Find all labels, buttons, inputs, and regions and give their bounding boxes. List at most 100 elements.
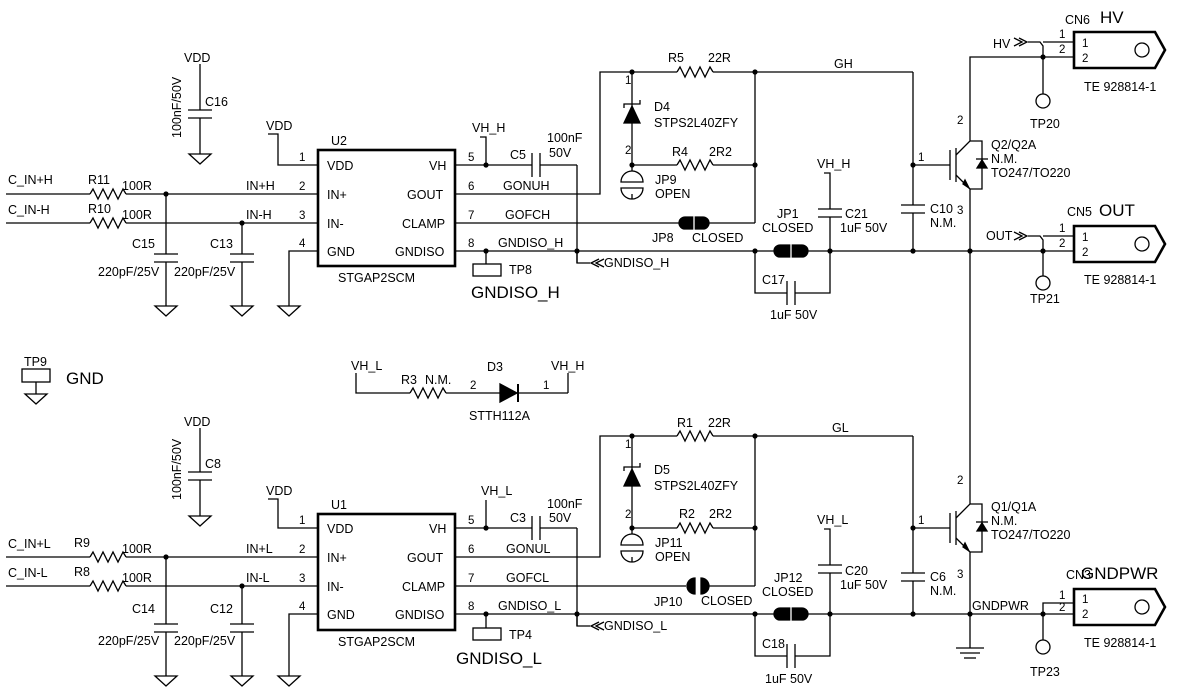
- pin-num: 8: [468, 601, 474, 613]
- svg-text:2: 2: [1082, 609, 1088, 621]
- connector-title-out: OUT: [1099, 201, 1135, 220]
- cap-value: 1uF 50V: [840, 578, 888, 592]
- net-label-out: OUT: [986, 229, 1013, 243]
- resistor-r5: [676, 66, 714, 78]
- cap-ref: C16: [205, 95, 228, 109]
- testpoint-label: TP23: [1030, 665, 1060, 679]
- net-label-gndiso-l: GNDISO_L: [604, 619, 667, 633]
- net-label-gl: GL: [832, 421, 849, 435]
- res-value: N.M.: [425, 373, 451, 387]
- pin-label-vh: VH: [429, 159, 446, 173]
- pin-label-inp: IN+: [327, 188, 347, 202]
- connector-ref: CN3: [1066, 568, 1091, 582]
- jumper-state: CLOSED: [762, 221, 813, 235]
- pin-label-gout: GOUT: [407, 551, 443, 565]
- transistor-ref: Q2/Q2A: [991, 138, 1037, 152]
- svg-text:1: 1: [625, 439, 631, 451]
- testpoint-tp8: [472, 263, 502, 277]
- testpoint-tp9: [21, 368, 51, 383]
- jumper-ref: JP8: [652, 231, 674, 245]
- cap-ref: C14: [132, 602, 155, 616]
- testpoint-label: TP21: [1030, 292, 1060, 306]
- svg-text:2: 2: [957, 115, 963, 127]
- net-label-vh-l: VH_L: [481, 484, 512, 498]
- jumper-ref: JP11: [655, 536, 683, 550]
- transistor-q2: [949, 126, 989, 202]
- res-ref: R10: [88, 202, 111, 216]
- resistor-r8: [89, 580, 127, 592]
- jumper-ref: JP1: [777, 207, 799, 221]
- pin-num: 3: [299, 210, 305, 222]
- net-label-in-l-neg: IN-L: [246, 571, 270, 585]
- jumper-state: OPEN: [655, 550, 690, 564]
- ic-ref: U2: [331, 134, 347, 148]
- svg-text:2: 2: [1082, 53, 1088, 65]
- cap-ref: C20: [845, 564, 868, 578]
- res-ref: R8: [74, 565, 90, 579]
- res-value: 22R: [708, 51, 731, 65]
- net-label-c-in-h-neg: C_IN-H: [8, 203, 50, 217]
- testpoint-label: TP4: [509, 628, 532, 642]
- pin-label-vdd: VDD: [327, 522, 353, 536]
- jumper-ref: JP9: [655, 173, 677, 187]
- cap-ref: C6: [930, 570, 946, 584]
- res-value: 100R: [122, 542, 152, 556]
- net-label-c-in-l-pos: C_IN+L: [8, 537, 51, 551]
- svg-text:2: 2: [625, 509, 631, 521]
- cap-ref: C5: [510, 148, 526, 162]
- svg-text:3: 3: [957, 205, 963, 217]
- connector-part: TE 928814-1: [1084, 273, 1156, 287]
- jumper-jp12: [773, 606, 809, 622]
- transistor-value: N.M.: [991, 152, 1017, 166]
- net-label-gndiso-h-big: GNDISO_H: [471, 283, 560, 302]
- resistor-r1: [676, 430, 714, 442]
- resistor-r2: [676, 522, 714, 534]
- cap-value: 100nF/50V: [170, 76, 184, 138]
- pin-label-gnd: GND: [327, 245, 355, 259]
- res-value: 22R: [708, 416, 731, 430]
- cap-value: 100nF: [547, 131, 583, 145]
- net-label-gonuh: GONUH: [503, 179, 550, 193]
- connector-ref: CN6: [1065, 13, 1090, 27]
- connector-cn6: 1 2 1 2: [1043, 29, 1167, 70]
- svg-text:2: 2: [957, 475, 963, 487]
- net-label-vh-h: VH_H: [472, 121, 505, 135]
- svg-text:2: 2: [1082, 247, 1088, 259]
- cap-value2: 50V: [549, 146, 572, 160]
- svg-text:1: 1: [1082, 594, 1088, 606]
- res-ref: R9: [74, 536, 90, 550]
- transistor-pkg: TO247/TO220: [991, 166, 1070, 180]
- jumper-state: CLOSED: [762, 585, 813, 599]
- res-ref: R3: [401, 373, 417, 387]
- diode-d5: [622, 463, 642, 487]
- pin-num: 1: [299, 152, 305, 164]
- net-label-gonul: GONUL: [506, 542, 551, 556]
- pin-label-gndiso: GNDISO: [395, 608, 445, 622]
- pin-num: 1: [299, 515, 305, 527]
- net-label-vdd: VDD: [184, 51, 210, 65]
- pin-label-inn: IN-: [327, 217, 344, 231]
- svg-text:1: 1: [1059, 29, 1065, 41]
- pin-label-gout: GOUT: [407, 188, 443, 202]
- diode-d3: [499, 382, 519, 404]
- res-value: 100R: [122, 208, 152, 222]
- power-ground-symbol: [956, 647, 984, 659]
- net-label-c-in-h-pos: C_IN+H: [8, 173, 53, 187]
- resistor-r4: [676, 159, 714, 171]
- pin-num: 8: [468, 238, 474, 250]
- jumper-ref: JP12: [774, 571, 803, 585]
- svg-text:3: 3: [957, 569, 963, 581]
- diode-ref: D4: [654, 100, 670, 114]
- jumper-jp8: [678, 215, 710, 231]
- pin-label-vdd: VDD: [327, 159, 353, 173]
- jumper-jp9: [620, 170, 644, 200]
- net-label-gnd: GND: [66, 369, 104, 388]
- ic-ref: U1: [331, 498, 347, 512]
- net-label-c-in-l-neg: C_IN-L: [8, 566, 48, 580]
- cap-value: 1uF 50V: [765, 672, 813, 686]
- pin-num: 2: [299, 544, 305, 556]
- cap-value: 100nF/50V: [170, 438, 184, 500]
- svg-text:1: 1: [1059, 223, 1065, 235]
- res-ref: R4: [672, 145, 688, 159]
- ic-value: STGAP2SCM: [338, 271, 415, 285]
